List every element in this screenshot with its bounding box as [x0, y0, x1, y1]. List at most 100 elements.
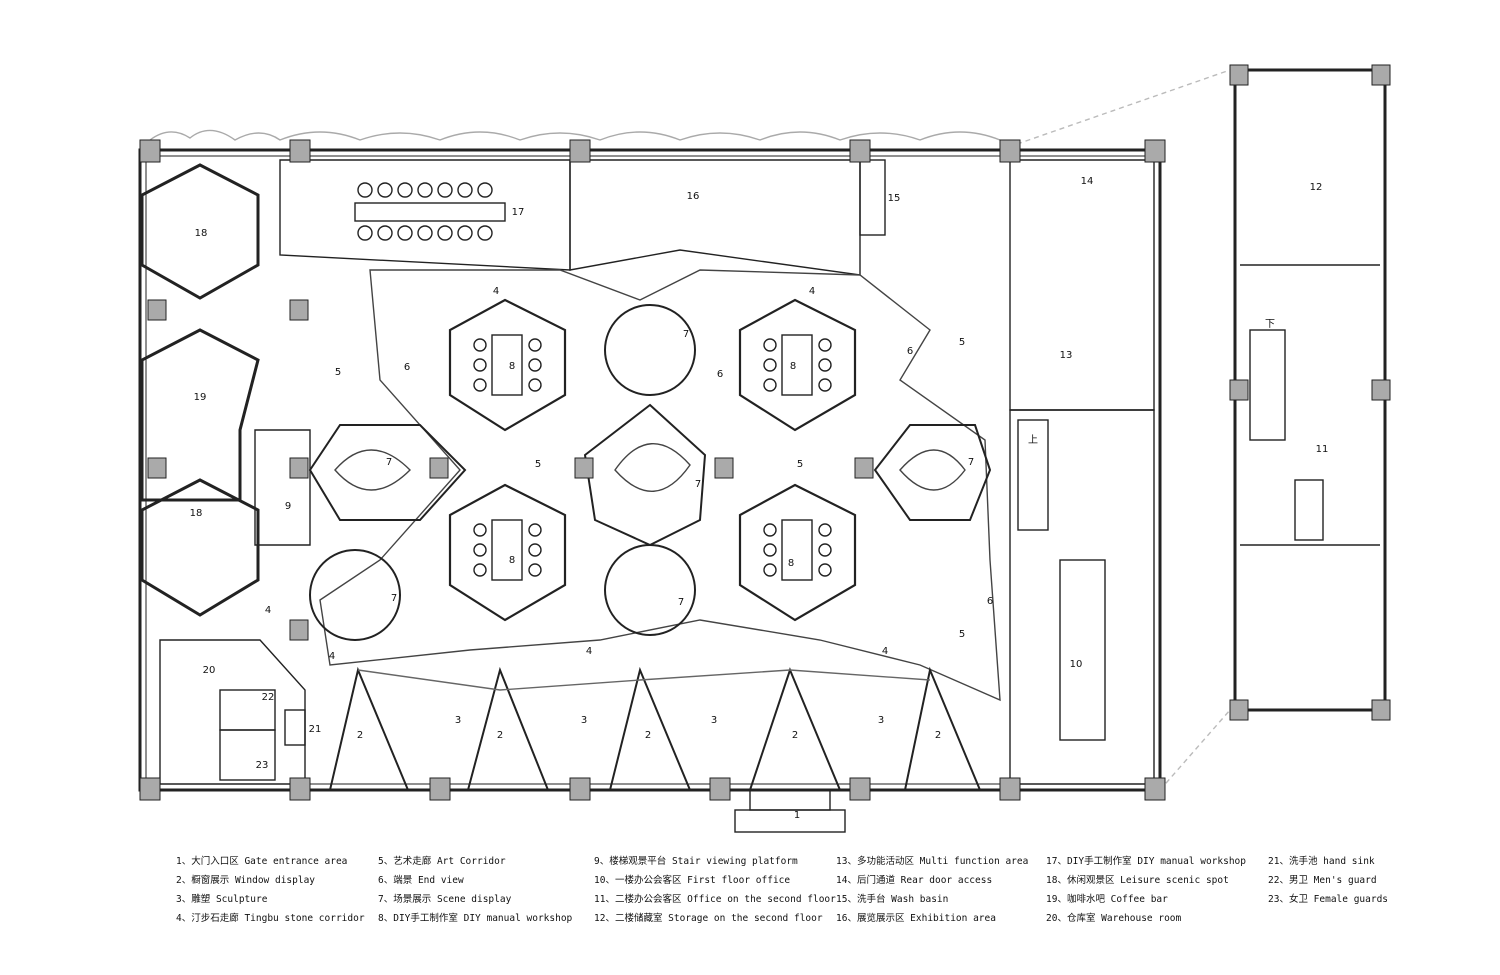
wash-basin [859, 159, 886, 236]
zone-labels: 1 2 2 2 2 2 3 3 3 3 4 4 4 4 4 4 5 5 5 5 … [190, 176, 1329, 821]
zone-label-2a: 2 [357, 730, 363, 741]
zone-label-7e: 7 [968, 457, 974, 468]
room-20 [159, 639, 306, 785]
zone-label-5b: 5 [535, 459, 541, 470]
zone-label-8c: 8 [509, 555, 515, 566]
stair-mark-down: 下 [1265, 319, 1275, 330]
greenery-strip [149, 129, 1001, 141]
zone-label-23: 23 [256, 760, 269, 771]
legend-item: 11、二楼办公会客区 Office on the second floor [594, 894, 836, 905]
legend-item: 4、汀步石走廊 Tingbu stone corridor [176, 913, 365, 924]
legend-item: 12、二楼储藏室 Storage on the second floor [594, 913, 823, 924]
legend-item: 17、DIY手工制作室 DIY manual workshop [1046, 856, 1246, 867]
zone-label-7f: 7 [386, 457, 392, 468]
zone-label-3d: 3 [878, 715, 884, 726]
legend-item: 20、仓库室 Warehouse room [1046, 913, 1182, 924]
zone-label-4f: 4 [882, 646, 888, 657]
zone-label-18a: 18 [195, 228, 208, 239]
zone-label-15: 15 [888, 193, 901, 204]
zone-label-4e: 4 [586, 646, 592, 657]
legend-item: 3、雕塑 Sculpture [176, 894, 268, 905]
legend-col-6: 21、洗手池 hand sink 22、男卫 Men's guard 23、女卫… [1268, 852, 1388, 909]
zone-label-14: 14 [1081, 176, 1094, 187]
room-13 [1009, 159, 1155, 411]
stair-1f [1017, 419, 1049, 531]
stair-platform [254, 429, 311, 546]
room-21 [284, 709, 306, 746]
legend-item: 7、场景展示 Scene display [378, 894, 512, 905]
legend-item: 2、橱窗展示 Window display [176, 875, 316, 886]
zone-label-20: 20 [203, 665, 216, 676]
zone-label-2d: 2 [792, 730, 798, 741]
structural-columns [139, 64, 1391, 801]
sculpture-area [357, 669, 931, 691]
legend-col-2: 5、艺术走廊 Art Corridor 6、端景 End view 7、场景展示… [378, 852, 572, 928]
legend-item: 19、咖啡水吧 Coffee bar [1046, 894, 1168, 905]
legend: 1、大门入口区 Gate entrance area 2、橱窗展示 Window… [0, 852, 1500, 962]
zone-label-7c: 7 [391, 593, 397, 604]
zone-label-8a: 8 [509, 361, 515, 372]
legend-item: 13、多功能活动区 Multi function area [836, 856, 1029, 867]
legend-item: 9、楼梯观景平台 Stair viewing platform [594, 856, 798, 867]
zone-label-18b: 18 [190, 508, 203, 519]
legend-col-1: 1、大门入口区 Gate entrance area 2、橱窗展示 Window… [176, 852, 365, 928]
window-display-triangles [328, 666, 982, 791]
floor-plan: 1 2 2 2 2 2 3 3 3 3 4 4 4 4 4 4 5 5 5 5 … [138, 64, 1391, 833]
zone-label-7a: 7 [683, 329, 689, 340]
zone-label-13: 13 [1060, 350, 1073, 361]
room-17 [279, 159, 571, 271]
legend-col-5: 17、DIY手工制作室 DIY manual workshop 18、休闲观景区… [1046, 852, 1246, 928]
stair-mark-up: 上 [1028, 434, 1038, 446]
legend-item: 23、女卫 Female guards [1268, 894, 1389, 905]
legend-item: 8、DIY手工制作室 DIY manual workshop [378, 913, 573, 924]
legend-item: 15、洗手台 Wash basin [836, 894, 949, 905]
corridor-outline [319, 269, 1001, 702]
zone-label-11: 11 [1316, 444, 1329, 455]
zone-label-7b: 7 [695, 479, 701, 490]
hex-workshops [448, 298, 857, 622]
room-10 [1009, 409, 1155, 785]
entrance-door [749, 789, 831, 811]
zone-label-19: 19 [194, 392, 207, 403]
office-desk-1f [1059, 559, 1106, 741]
zone-label-2e: 2 [935, 730, 941, 741]
legend-item: 16、展览展示区 Exhibition area [836, 913, 996, 924]
second-floor-outline [1233, 68, 1387, 712]
zone-label-1: 1 [794, 810, 800, 821]
zone-label-6c: 6 [907, 346, 913, 357]
zone-label-4c: 4 [265, 605, 271, 616]
zone-label-6d: 6 [987, 596, 993, 607]
hex-room-18-bottom [140, 478, 260, 617]
zone-label-10: 10 [1070, 659, 1083, 670]
legend-item: 22、男卫 Men's guard [1268, 875, 1377, 886]
legend-item: 18、休闲观景区 Leisure scenic spot [1046, 875, 1229, 886]
zone-label-7d: 7 [678, 597, 684, 608]
zone-label-2c: 2 [645, 730, 651, 741]
zone-label-22: 22 [262, 692, 275, 703]
room-16 [569, 159, 861, 276]
zone-label-8b: 8 [790, 361, 796, 372]
zone-label-5a: 5 [335, 367, 341, 378]
room-23 [219, 729, 276, 781]
legend-item: 1、大门入口区 Gate entrance area [176, 856, 348, 867]
second-floor-stair [1249, 329, 1286, 441]
hex-room-18-top [140, 163, 260, 300]
zone-label-6a: 6 [404, 362, 410, 373]
legend-item: 21、洗手池 hand sink [1268, 856, 1375, 867]
legend-col-3: 9、楼梯观景平台 Stair viewing platform 10、一楼办公会… [594, 852, 836, 928]
zone-label-12: 12 [1310, 182, 1323, 193]
zone-label-6b: 6 [717, 369, 723, 380]
zone-label-16: 16 [687, 191, 700, 202]
zone-label-3b: 3 [581, 715, 587, 726]
zone-label-17: 17 [512, 207, 525, 218]
zone-label-5e: 5 [959, 629, 965, 640]
office-desk-2f [1294, 479, 1324, 541]
zone-label-21: 21 [309, 724, 322, 735]
workshop-tables [473, 334, 832, 581]
zone-label-2b: 2 [497, 730, 503, 741]
conference-table [354, 182, 506, 241]
zone-label-4a: 4 [493, 286, 499, 297]
zone-label-5c: 5 [797, 459, 803, 470]
zone-label-4b: 4 [809, 286, 815, 297]
zone-label-8d: 8 [788, 558, 794, 569]
